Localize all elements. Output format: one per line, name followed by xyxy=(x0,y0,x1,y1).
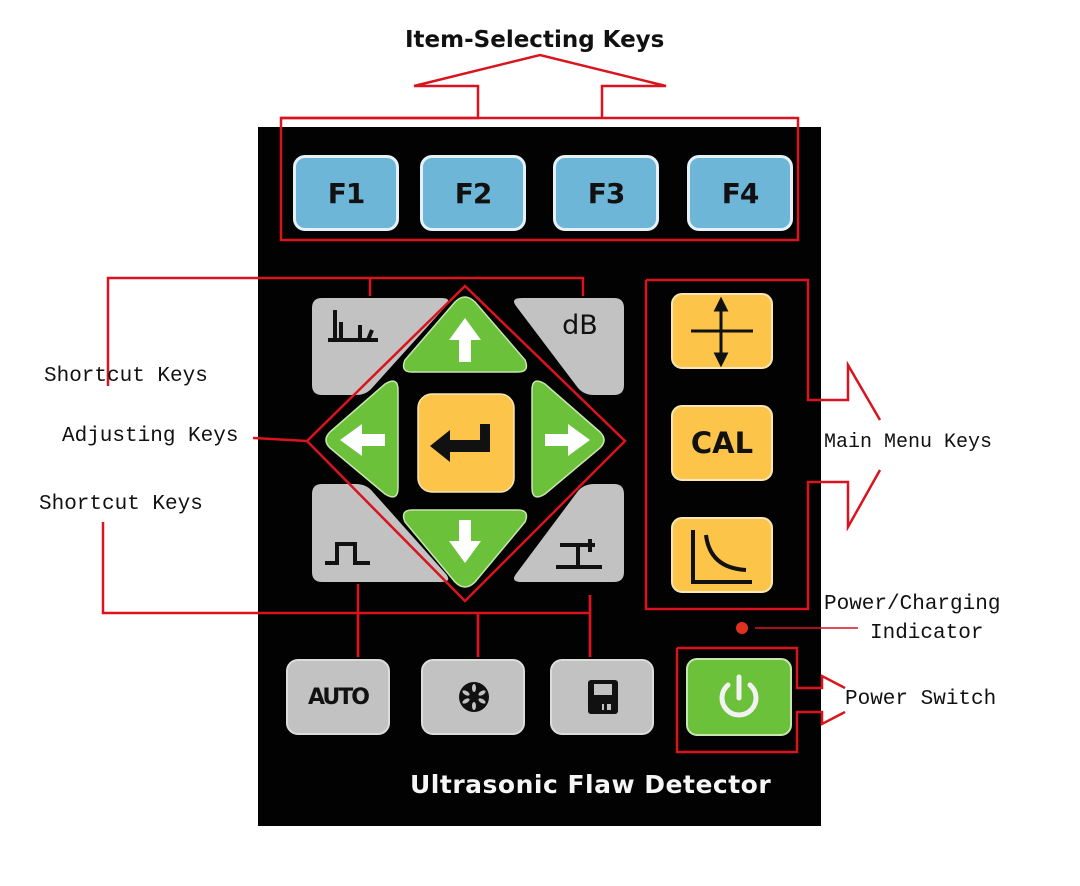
f2-key-label: F2 xyxy=(454,176,493,210)
label-main-menu-keys: Main Menu Keys xyxy=(824,431,993,454)
f2-key[interactable]: F2 xyxy=(420,155,526,231)
shortcut-keys-top-bracket xyxy=(106,276,585,386)
dac-key[interactable] xyxy=(671,517,773,593)
power-switch-bracket xyxy=(675,646,846,754)
db-key-label: dB xyxy=(545,305,615,345)
shortcut-key-db[interactable] xyxy=(514,298,624,395)
label-power-switch: Power Switch xyxy=(845,688,997,711)
power-icon xyxy=(719,674,759,718)
gate-echo-icon xyxy=(328,310,378,342)
arrow-down-icon xyxy=(449,520,481,563)
label-power-charging-line2: Indicator xyxy=(870,622,984,645)
main-menu-keys-bracket xyxy=(644,278,882,611)
pulse-icon xyxy=(325,542,370,565)
item-selecting-keys-bracket xyxy=(279,116,800,242)
auto-key[interactable]: AUTO xyxy=(286,659,390,735)
label-power-charging-line1: Power/Charging xyxy=(824,593,1001,616)
arrow-right-key[interactable] xyxy=(531,380,605,498)
cal-key-label: CAL xyxy=(690,426,754,460)
arrow-left-icon xyxy=(340,424,385,456)
label-adjusting-keys: Adjusting Keys xyxy=(62,425,239,448)
db-label: dB xyxy=(562,309,598,341)
arrow-right-icon xyxy=(545,424,590,456)
f4-key-label: F4 xyxy=(721,176,760,210)
adjusting-keys-diamond xyxy=(305,284,627,603)
arrow-up-key[interactable] xyxy=(402,296,528,373)
shortcut-key-gate-echo[interactable] xyxy=(312,298,449,395)
f1-key-label: F1 xyxy=(327,176,366,210)
f3-key[interactable]: F3 xyxy=(553,155,659,231)
enter-icon xyxy=(430,424,490,462)
enter-key[interactable] xyxy=(417,393,515,493)
power-key[interactable] xyxy=(686,658,792,736)
arrow-left-key[interactable] xyxy=(325,380,399,498)
label-shortcut-keys-top: Shortcut Keys xyxy=(44,365,208,388)
freeze-key[interactable] xyxy=(421,659,525,735)
arrow-up-icon xyxy=(449,318,481,362)
arrow-down-key[interactable] xyxy=(402,509,528,588)
auto-key-label: AUTO xyxy=(308,684,370,710)
f4-key[interactable]: F4 xyxy=(687,155,793,231)
label-shortcut-keys-bottom: Shortcut Keys xyxy=(39,493,203,516)
range-key[interactable] xyxy=(671,293,773,369)
power-charging-indicator-led xyxy=(736,622,748,634)
cal-key[interactable]: CAL xyxy=(671,405,773,481)
f3-key-label: F3 xyxy=(587,176,626,210)
peak-gate-icon xyxy=(556,539,602,569)
save-key[interactable] xyxy=(550,659,654,735)
f1-key[interactable]: F1 xyxy=(293,155,399,231)
item-selecting-keys-arrow xyxy=(281,53,667,120)
shortcut-key-pulse[interactable] xyxy=(312,484,449,582)
device-title: Ultrasonic Flaw Detector xyxy=(410,770,772,799)
shortcut-key-peak-gate[interactable] xyxy=(514,484,624,582)
label-item-selecting-keys: Item-Selecting Keys xyxy=(405,27,665,53)
